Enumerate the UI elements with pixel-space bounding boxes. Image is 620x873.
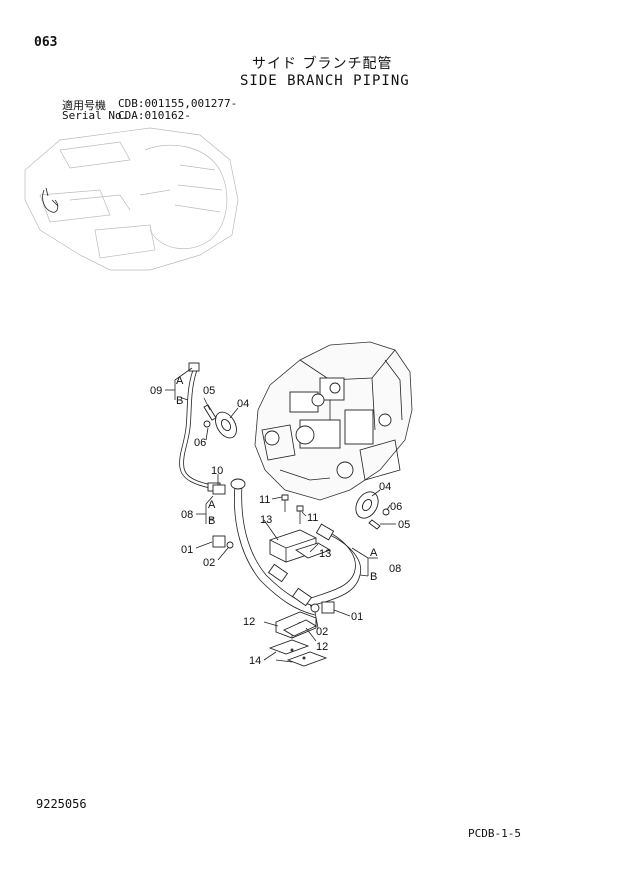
callout-14: 14 bbox=[249, 655, 261, 667]
callout-labels: 09 05 04 06 10 08 11 11 13 13 01 02 04 0… bbox=[150, 375, 410, 667]
callout-02-right: 02 bbox=[316, 626, 328, 638]
callout-13-upper: 13 bbox=[260, 514, 272, 526]
machine-overview-sketch bbox=[24, 127, 239, 271]
callout-13-lower: 13 bbox=[319, 548, 331, 560]
callout-10: 10 bbox=[211, 465, 223, 477]
cap-01-left bbox=[212, 535, 226, 548]
branch-label-a-upper: A bbox=[176, 375, 184, 387]
branch-label-b-upper: B bbox=[176, 395, 183, 407]
callout-08-left: 08 bbox=[181, 509, 193, 521]
hose-fitting-top bbox=[188, 362, 200, 372]
page-title-jp: サイド ブランチ配管 bbox=[252, 56, 393, 72]
serial-value-2: CDA:010162- bbox=[118, 109, 191, 122]
callout-05-lower: 05 bbox=[398, 519, 410, 531]
callout-08-right: 08 bbox=[389, 563, 401, 575]
branch-label-a-right: A bbox=[370, 547, 378, 559]
serial-value-1: CDB:001155,001277- bbox=[118, 97, 238, 110]
callout-12-left: 12 bbox=[243, 616, 255, 628]
callout-06-lower: 06 bbox=[390, 501, 402, 513]
pump-assembly bbox=[254, 341, 413, 501]
callout-09: 09 bbox=[150, 385, 162, 397]
hose-08-left bbox=[234, 484, 316, 616]
callout-06-upper: 06 bbox=[194, 437, 206, 449]
document-number: 9225056 bbox=[36, 797, 87, 811]
callout-04-lower: 04 bbox=[379, 481, 391, 493]
plate-14-upper bbox=[268, 639, 310, 655]
callout-05-upper: 05 bbox=[203, 385, 215, 397]
serial-label-en: Serial No. bbox=[62, 109, 129, 122]
callout-02-left: 02 bbox=[203, 557, 215, 569]
branch-label-a-left: A bbox=[208, 499, 216, 511]
serial-label-jp: 適用号機 bbox=[62, 99, 106, 112]
callout-04-upper: 04 bbox=[237, 398, 249, 410]
branch-label-b-left: B bbox=[208, 515, 215, 527]
page-code: PCDB-1-5 bbox=[468, 827, 521, 840]
callout-01-right: 01 bbox=[351, 611, 363, 623]
leader-lines bbox=[165, 367, 396, 663]
callout-11-left: 11 bbox=[259, 494, 270, 506]
fitting-10 bbox=[212, 484, 226, 495]
page-title-en: SIDE BRANCH PIPING bbox=[240, 73, 410, 89]
plate-14-lower bbox=[286, 651, 328, 667]
page-number: 063 bbox=[34, 35, 58, 50]
hose-08-right bbox=[304, 529, 356, 601]
callout-01-left: 01 bbox=[181, 544, 193, 556]
callout-11-right: 11 bbox=[307, 512, 318, 524]
branch-label-b-right: B bbox=[370, 571, 377, 583]
callout-12-right: 12 bbox=[316, 641, 328, 653]
cap-01-right bbox=[321, 601, 335, 614]
